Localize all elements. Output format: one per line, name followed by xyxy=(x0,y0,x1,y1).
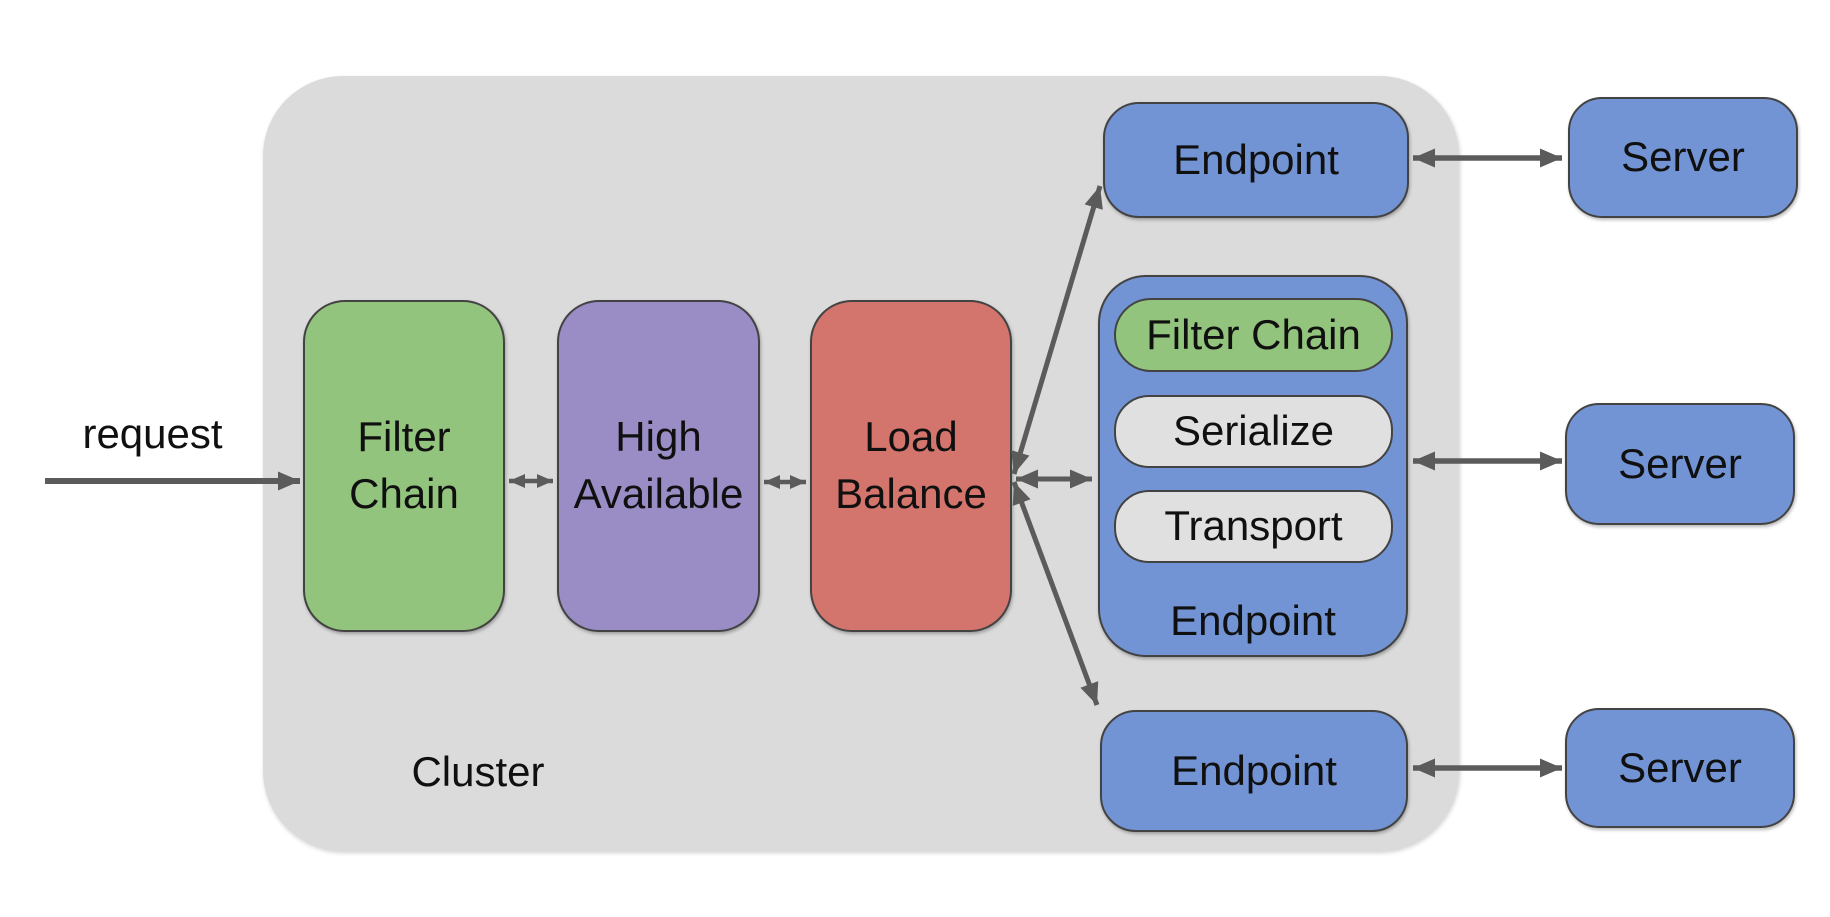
endpoint-detail-node: Filter Chain Serialize Transport Endpoin… xyxy=(1098,275,1408,657)
endpoint-bottom-label: Endpoint xyxy=(1171,746,1337,794)
endpoint-top-node: Endpoint xyxy=(1103,102,1409,218)
request-label: request xyxy=(82,410,223,457)
server-top-label: Server xyxy=(1621,133,1745,181)
high-available-label: High Available xyxy=(573,413,744,517)
cluster-label: Cluster xyxy=(411,748,545,795)
high-available-node: High Available xyxy=(557,300,760,632)
server-middle-node: Server xyxy=(1565,403,1795,525)
endpoint-detail-transport-label: Transport xyxy=(1164,502,1343,550)
endpoint-detail-serialize: Serialize xyxy=(1114,395,1393,468)
filter-chain-node: Filter Chain xyxy=(303,300,505,632)
server-bottom-label: Server xyxy=(1618,743,1742,791)
endpoint-detail-filter-chain: Filter Chain xyxy=(1114,298,1393,372)
endpoint-detail-label: Endpoint xyxy=(1170,596,1336,644)
server-top-node: Server xyxy=(1568,97,1798,218)
endpoint-detail-serialize-label: Serialize xyxy=(1172,407,1335,455)
load-balance-label: Load Balance xyxy=(835,413,987,517)
filter-chain-label: Filter Chain xyxy=(349,413,459,517)
endpoint-top-label: Endpoint xyxy=(1173,135,1339,183)
server-middle-label: Server xyxy=(1618,439,1742,487)
endpoint-detail-filter-chain-label: Filter Chain xyxy=(1146,310,1361,358)
server-bottom-node: Server xyxy=(1565,708,1795,828)
endpoint-detail-transport: Transport xyxy=(1114,490,1393,563)
endpoint-bottom-node: Endpoint xyxy=(1100,710,1408,832)
load-balance-node: Load Balance xyxy=(810,300,1012,632)
